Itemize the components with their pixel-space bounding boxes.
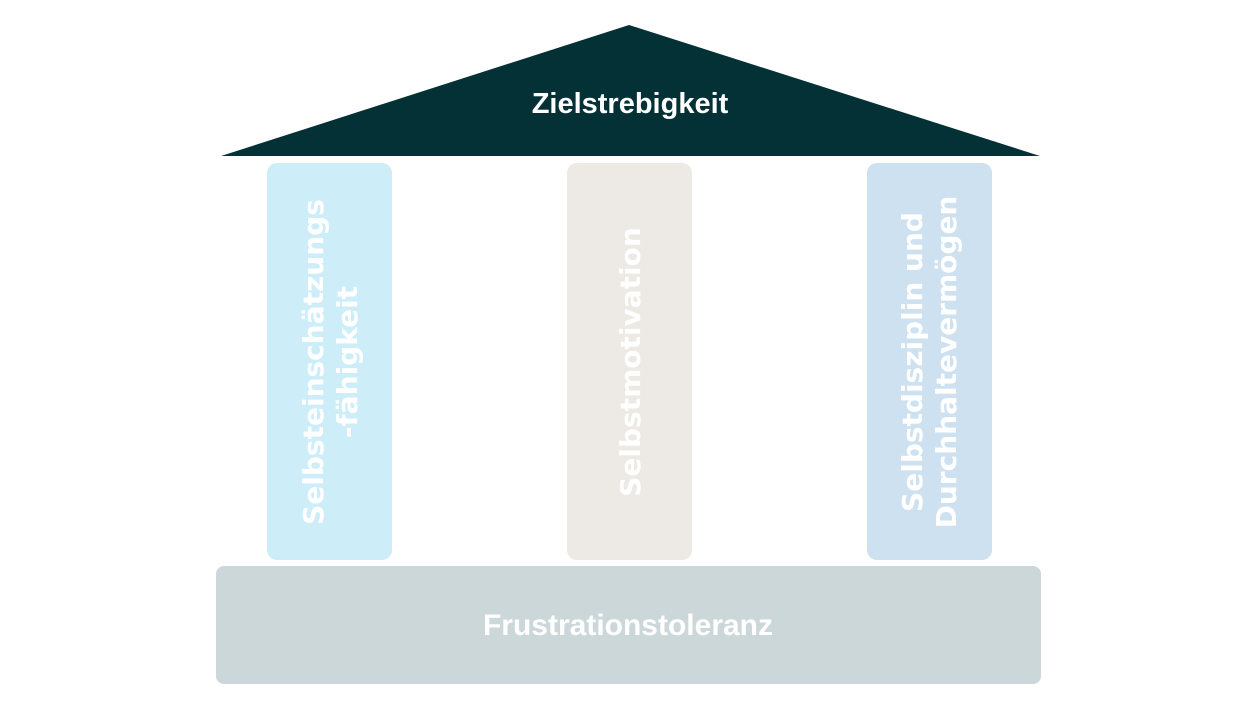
pillar-1-label-line-1: Selbsteinschätzungs bbox=[297, 199, 330, 525]
pillar-2 bbox=[567, 163, 692, 560]
foundation bbox=[216, 566, 1041, 684]
pillar-3-label-line-2: Durchhaltevermögen bbox=[930, 196, 963, 529]
pillar-3-label-line-1: Selbstdisziplin und bbox=[896, 212, 929, 512]
roof bbox=[221, 25, 1040, 156]
roof-label: Zielstrebigkeit bbox=[532, 88, 729, 120]
foundation-label: Frustrationstoleranz bbox=[483, 609, 773, 642]
pillar-3 bbox=[867, 163, 992, 560]
pillar-1-label-line-2: -fähigkeit bbox=[331, 286, 364, 438]
pillar-1 bbox=[267, 163, 392, 560]
pillar-2-label: Selbstmotivation bbox=[614, 227, 647, 497]
